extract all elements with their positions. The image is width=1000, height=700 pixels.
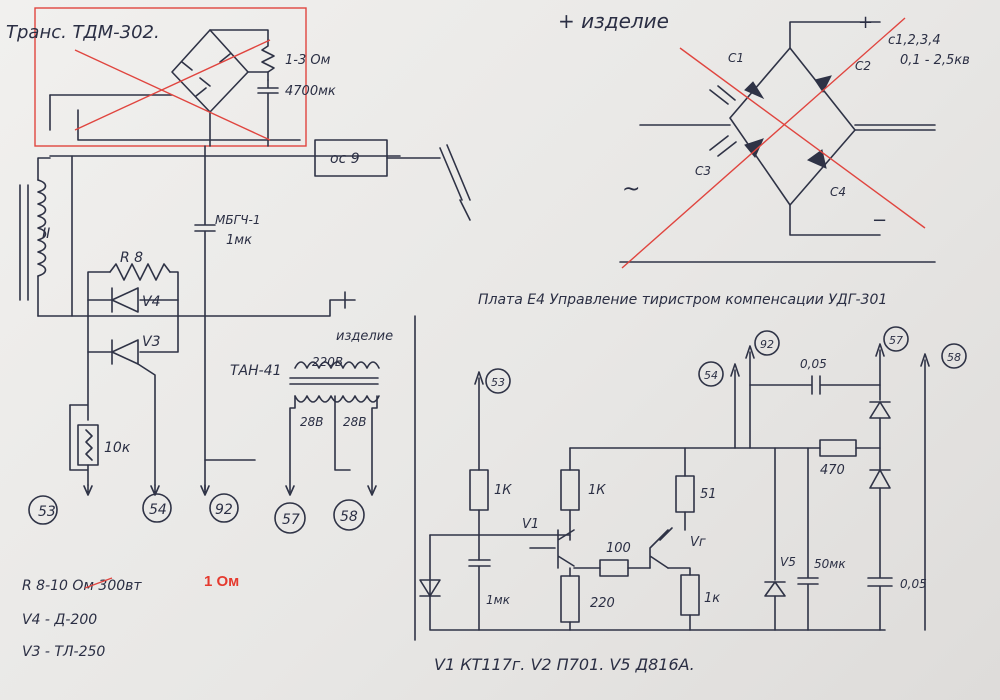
caps-note-1: с1,2,3,4	[888, 33, 941, 48]
r10k-label: 10к	[104, 440, 131, 456]
r1k-b-label: 1К	[588, 483, 606, 498]
parts-line: V1 КТ117г. V2 П701. V5 Д816А.	[434, 655, 695, 674]
cap-mbgch-label: МБГЧ-1	[215, 213, 260, 227]
pin-58-label: 58	[947, 351, 961, 364]
terminal-57-label: 57	[282, 512, 300, 528]
note-v4: V4 - Д-200	[22, 612, 97, 628]
transformer-tan41	[285, 361, 380, 496]
c3-label: C3	[695, 164, 711, 178]
resistor-1-3-ohm	[261, 39, 275, 81]
v220-label: 220В	[312, 355, 343, 369]
red-cross-d	[679, 47, 926, 229]
rectifier-block	[34, 7, 307, 147]
v4-label: V4	[142, 294, 160, 310]
pin-92	[754, 330, 780, 356]
red-box-frame	[34, 7, 307, 147]
terminal-92-label: 92	[215, 502, 233, 518]
note-v3: V3 - ТЛ-250	[22, 644, 105, 660]
cap-05-label: 0,05	[800, 357, 827, 371]
cap-50-label: 50мк	[814, 557, 846, 571]
cap-top-label: 4700мк	[285, 84, 336, 99]
v3-label: V3	[142, 334, 160, 350]
c1-label: C1	[728, 51, 744, 65]
pin-54-label: 54	[704, 369, 718, 382]
r1k-a-label: 1К	[494, 483, 512, 498]
output-line	[37, 291, 356, 317]
pin-53-label: 53	[491, 376, 505, 389]
pin-57-label: 57	[889, 334, 903, 347]
cap-mbgch-value: 1мк	[226, 233, 252, 248]
r470-label: 470	[820, 463, 845, 478]
contactor-block	[314, 139, 471, 221]
caps-note-2: 0,1 - 2,5кв	[900, 53, 970, 68]
v5-label: V5	[780, 555, 796, 569]
note-r8-strike	[84, 577, 113, 589]
plus-izdelie: + изделие	[558, 9, 669, 33]
main-bus	[194, 145, 216, 491]
pin-53	[485, 368, 511, 394]
control-board	[414, 315, 930, 641]
v2-label: Vг	[690, 535, 706, 550]
capacitor-bridge	[619, 17, 936, 269]
note-r8-fix: 1 Ом	[204, 573, 239, 590]
terminal-53	[28, 495, 58, 525]
resistor-r8	[87, 263, 179, 317]
cap-4700	[257, 79, 279, 147]
izdelie-label: изделие	[336, 329, 393, 344]
red-cross-a	[74, 39, 271, 131]
r220-label: 220	[590, 596, 615, 611]
v1-label: V1	[522, 517, 539, 532]
note-r8: R 8-10 Ом 300вт	[22, 578, 142, 594]
resistor-10k	[69, 351, 99, 486]
terminal-58-label: 58	[340, 509, 358, 525]
r51-label: 51	[700, 487, 717, 502]
trans-title: Транс. ТДМ-302.	[6, 22, 160, 43]
bridge-plus: +	[858, 12, 873, 33]
r8-label: R 8	[120, 250, 143, 266]
cap-05b-label: 0,05	[900, 577, 927, 591]
terminal-53-label: 53	[38, 504, 56, 520]
c4-label: C4	[830, 185, 846, 199]
terminal-54-label: 54	[149, 502, 167, 518]
terminal-54	[142, 493, 172, 523]
r1k-c-label: 1к	[704, 591, 720, 606]
terminal-57	[274, 502, 306, 534]
cap-1mk-label: 1мк	[486, 593, 511, 607]
diode-v4	[87, 287, 179, 313]
bridge-minus: −	[872, 210, 887, 231]
contactor-label: ос 9	[330, 151, 360, 167]
winding-label: II	[42, 226, 50, 242]
r100-label: 100	[606, 541, 631, 556]
terminal-58	[333, 499, 365, 531]
pin-58	[941, 343, 967, 369]
transformer-winding	[19, 155, 401, 317]
tilde-mark: ~	[622, 177, 640, 202]
red-cross-b	[74, 49, 271, 141]
v28b-label: 28В	[343, 415, 367, 429]
pin-57	[883, 326, 909, 352]
resistor-top-label: 1-3 Ом	[285, 53, 331, 68]
pin-54	[698, 361, 724, 387]
terminal-92	[209, 493, 239, 523]
pin-92-label: 92	[760, 338, 774, 351]
thyristor-v3	[87, 315, 179, 486]
tan-label: ТАН-41	[230, 363, 282, 379]
v28a-label: 28В	[300, 415, 324, 429]
plate-title: Плата Е4 Управление тиристром компенсаци…	[478, 292, 887, 308]
red-cross-c	[621, 17, 906, 269]
c2-label: C2	[855, 59, 871, 73]
